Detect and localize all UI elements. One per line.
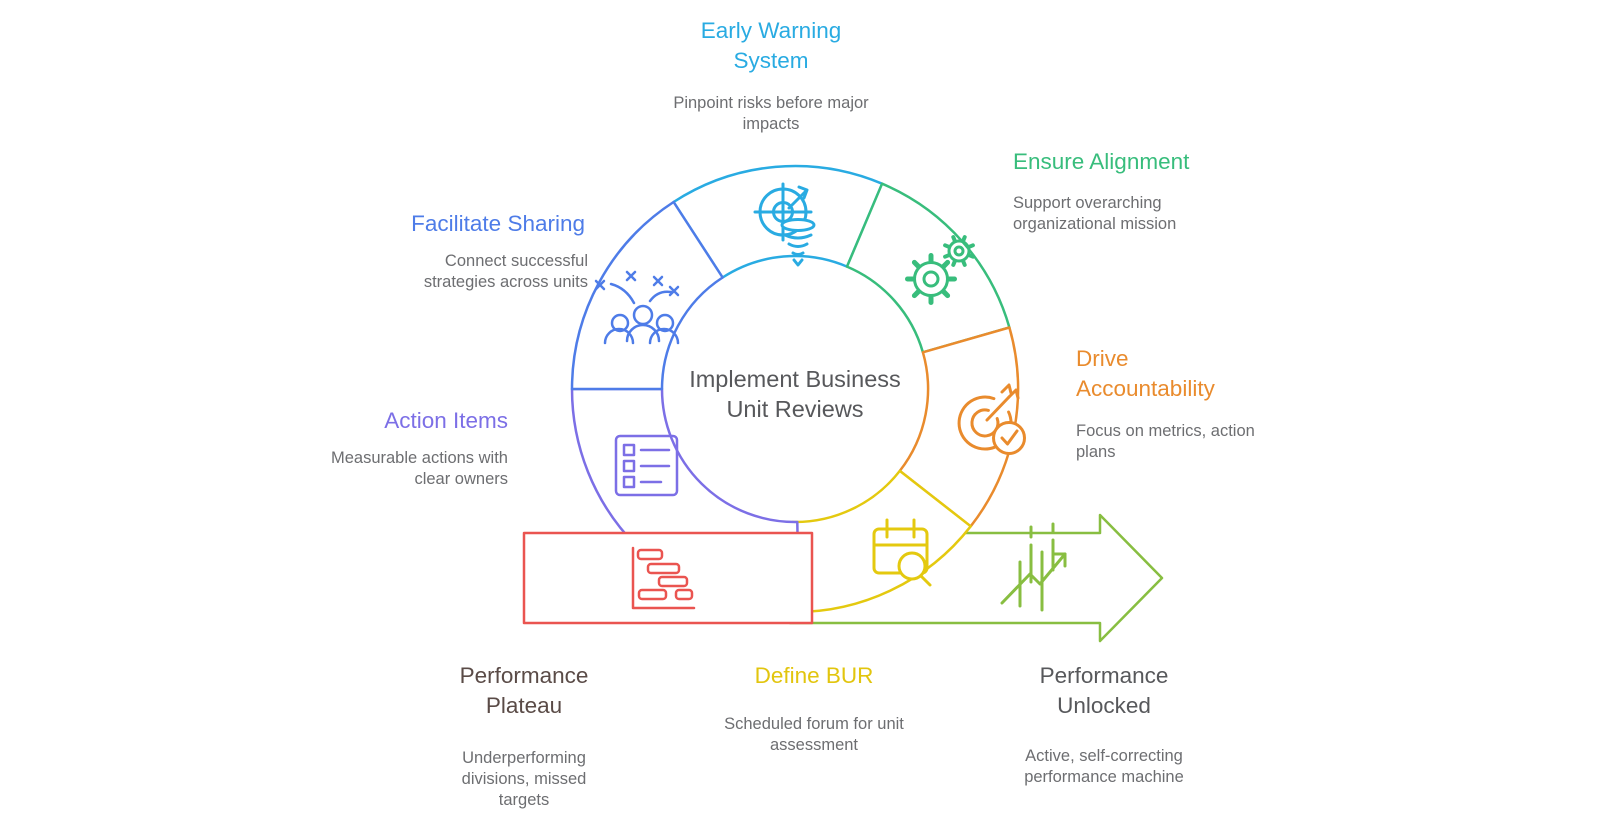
performance-unlocked-title: Performance Unlocked	[1039, 663, 1169, 718]
gantt-chart-icon	[631, 546, 696, 610]
action-items-title: Action Items	[384, 408, 508, 433]
performance-plateau-desc: Underperforming divisions, missed target…	[461, 749, 587, 809]
define-bur-title: Define BUR	[754, 663, 874, 688]
ensure-alignment-desc: Support overarching organizational missi…	[1013, 194, 1177, 233]
early-warning-title: Early Warning System	[700, 18, 842, 73]
calendar-search-icon	[872, 518, 932, 587]
performance-plateau-title: Performance Plateau	[459, 663, 589, 718]
facilitate-sharing-title: Facilitate Sharing	[411, 211, 585, 236]
growth-chart-icon	[1000, 522, 1067, 612]
action-items-desc: Measurable actions with clear owners	[330, 449, 508, 488]
target-check-icon	[957, 383, 1026, 455]
radar-funnel-icon	[753, 182, 816, 267]
facilitate-sharing-desc: Connect successful strategies across uni…	[423, 252, 588, 291]
early-warning-desc: Pinpoint risks before major impacts	[673, 94, 869, 133]
performance-unlocked-desc: Active, self-correcting performance mach…	[1024, 747, 1184, 786]
team-celebration-icon	[594, 270, 680, 345]
drive-accountability-desc: Focus on metrics, action plans	[1076, 422, 1255, 461]
checklist-icon	[614, 434, 679, 497]
define-bur-desc: Scheduled forum for unit assessment	[724, 715, 904, 754]
segment-facilitate-sharing	[570, 200, 724, 391]
segment-ensure-alignment	[845, 182, 1011, 354]
gears-icon	[905, 235, 975, 305]
drive-accountability-title: Drive Accountability	[1076, 346, 1215, 401]
center-title: Implement Business Unit Reviews	[689, 366, 901, 422]
ensure-alignment-title: Ensure Alignment	[1013, 149, 1190, 174]
